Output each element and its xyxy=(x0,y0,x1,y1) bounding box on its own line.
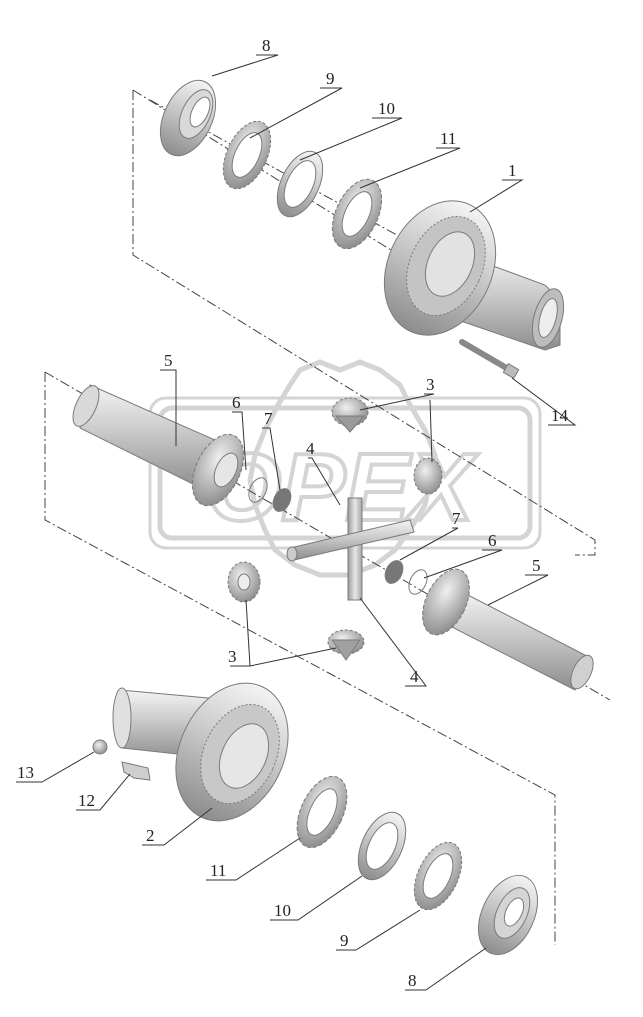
callout-12: 12 xyxy=(78,791,95,810)
callout-8-top: 8 xyxy=(262,36,271,55)
callout-4-bottom: 4 xyxy=(410,667,419,686)
callout-14: 14 xyxy=(551,406,569,425)
differential-housing-2 xyxy=(112,682,289,822)
pinion-gear-3-bottom xyxy=(327,629,365,661)
callout-6-left: 6 xyxy=(232,393,241,412)
callout-13: 13 xyxy=(17,763,34,782)
bearing-cup-top xyxy=(159,79,217,157)
side-gear-shaft-5-left xyxy=(72,384,245,507)
toothed-disc-11-bottom xyxy=(296,775,348,849)
callout-4-top: 4 xyxy=(306,439,315,458)
callout-3-bottom: 3 xyxy=(228,647,237,666)
bolt-14 xyxy=(459,339,520,380)
callout-9-top: 9 xyxy=(326,69,335,88)
spider-cross-4 xyxy=(286,497,415,601)
callout-7-left: 7 xyxy=(264,409,273,428)
lock-plate-12 xyxy=(121,761,151,781)
toothed-disc-11-top xyxy=(331,178,383,250)
plain-disc-10-top xyxy=(276,150,324,218)
callout-10-top: 10 xyxy=(378,99,395,118)
callout-5-right: 5 xyxy=(532,556,541,575)
callout-9-bottom: 9 xyxy=(340,931,349,950)
bearing-cup-bottom xyxy=(477,874,539,956)
spherical-washer-7-right xyxy=(384,560,404,584)
callout-11-bottom: 11 xyxy=(210,861,226,880)
side-gear-shaft-5-right xyxy=(422,568,594,691)
pinion-gear-3-left xyxy=(227,561,261,603)
plain-disc-10-bottom xyxy=(357,811,407,881)
spherical-washer-7-left xyxy=(272,488,292,512)
callout-5-left: 5 xyxy=(164,351,173,370)
callout-2: 2 xyxy=(146,826,155,845)
callout-3-top: 3 xyxy=(426,375,435,394)
callout-11-top: 11 xyxy=(440,129,456,148)
differential-housing-1 xyxy=(383,200,565,351)
callout-10-bottom: 10 xyxy=(274,901,291,920)
callout-6-right: 6 xyxy=(488,531,497,550)
callout-labels: 8 9 10 11 1 14 5 6 7 4 3 7 6 5 3 4 13 12… xyxy=(17,36,569,990)
nut-13 xyxy=(92,739,108,755)
friction-disc-9-bottom xyxy=(413,841,463,911)
thrust-washer-6-right xyxy=(408,569,428,595)
callout-7-right: 7 xyxy=(452,509,461,528)
leader-lines xyxy=(16,54,577,991)
callout-1: 1 xyxy=(508,161,517,180)
thrust-washer-6-left xyxy=(248,477,268,503)
callout-8-bottom: 8 xyxy=(408,971,417,990)
pinion-gear-3-top xyxy=(331,397,369,433)
pinion-gear-3-right xyxy=(413,457,443,495)
friction-disc-9-top xyxy=(222,120,272,190)
